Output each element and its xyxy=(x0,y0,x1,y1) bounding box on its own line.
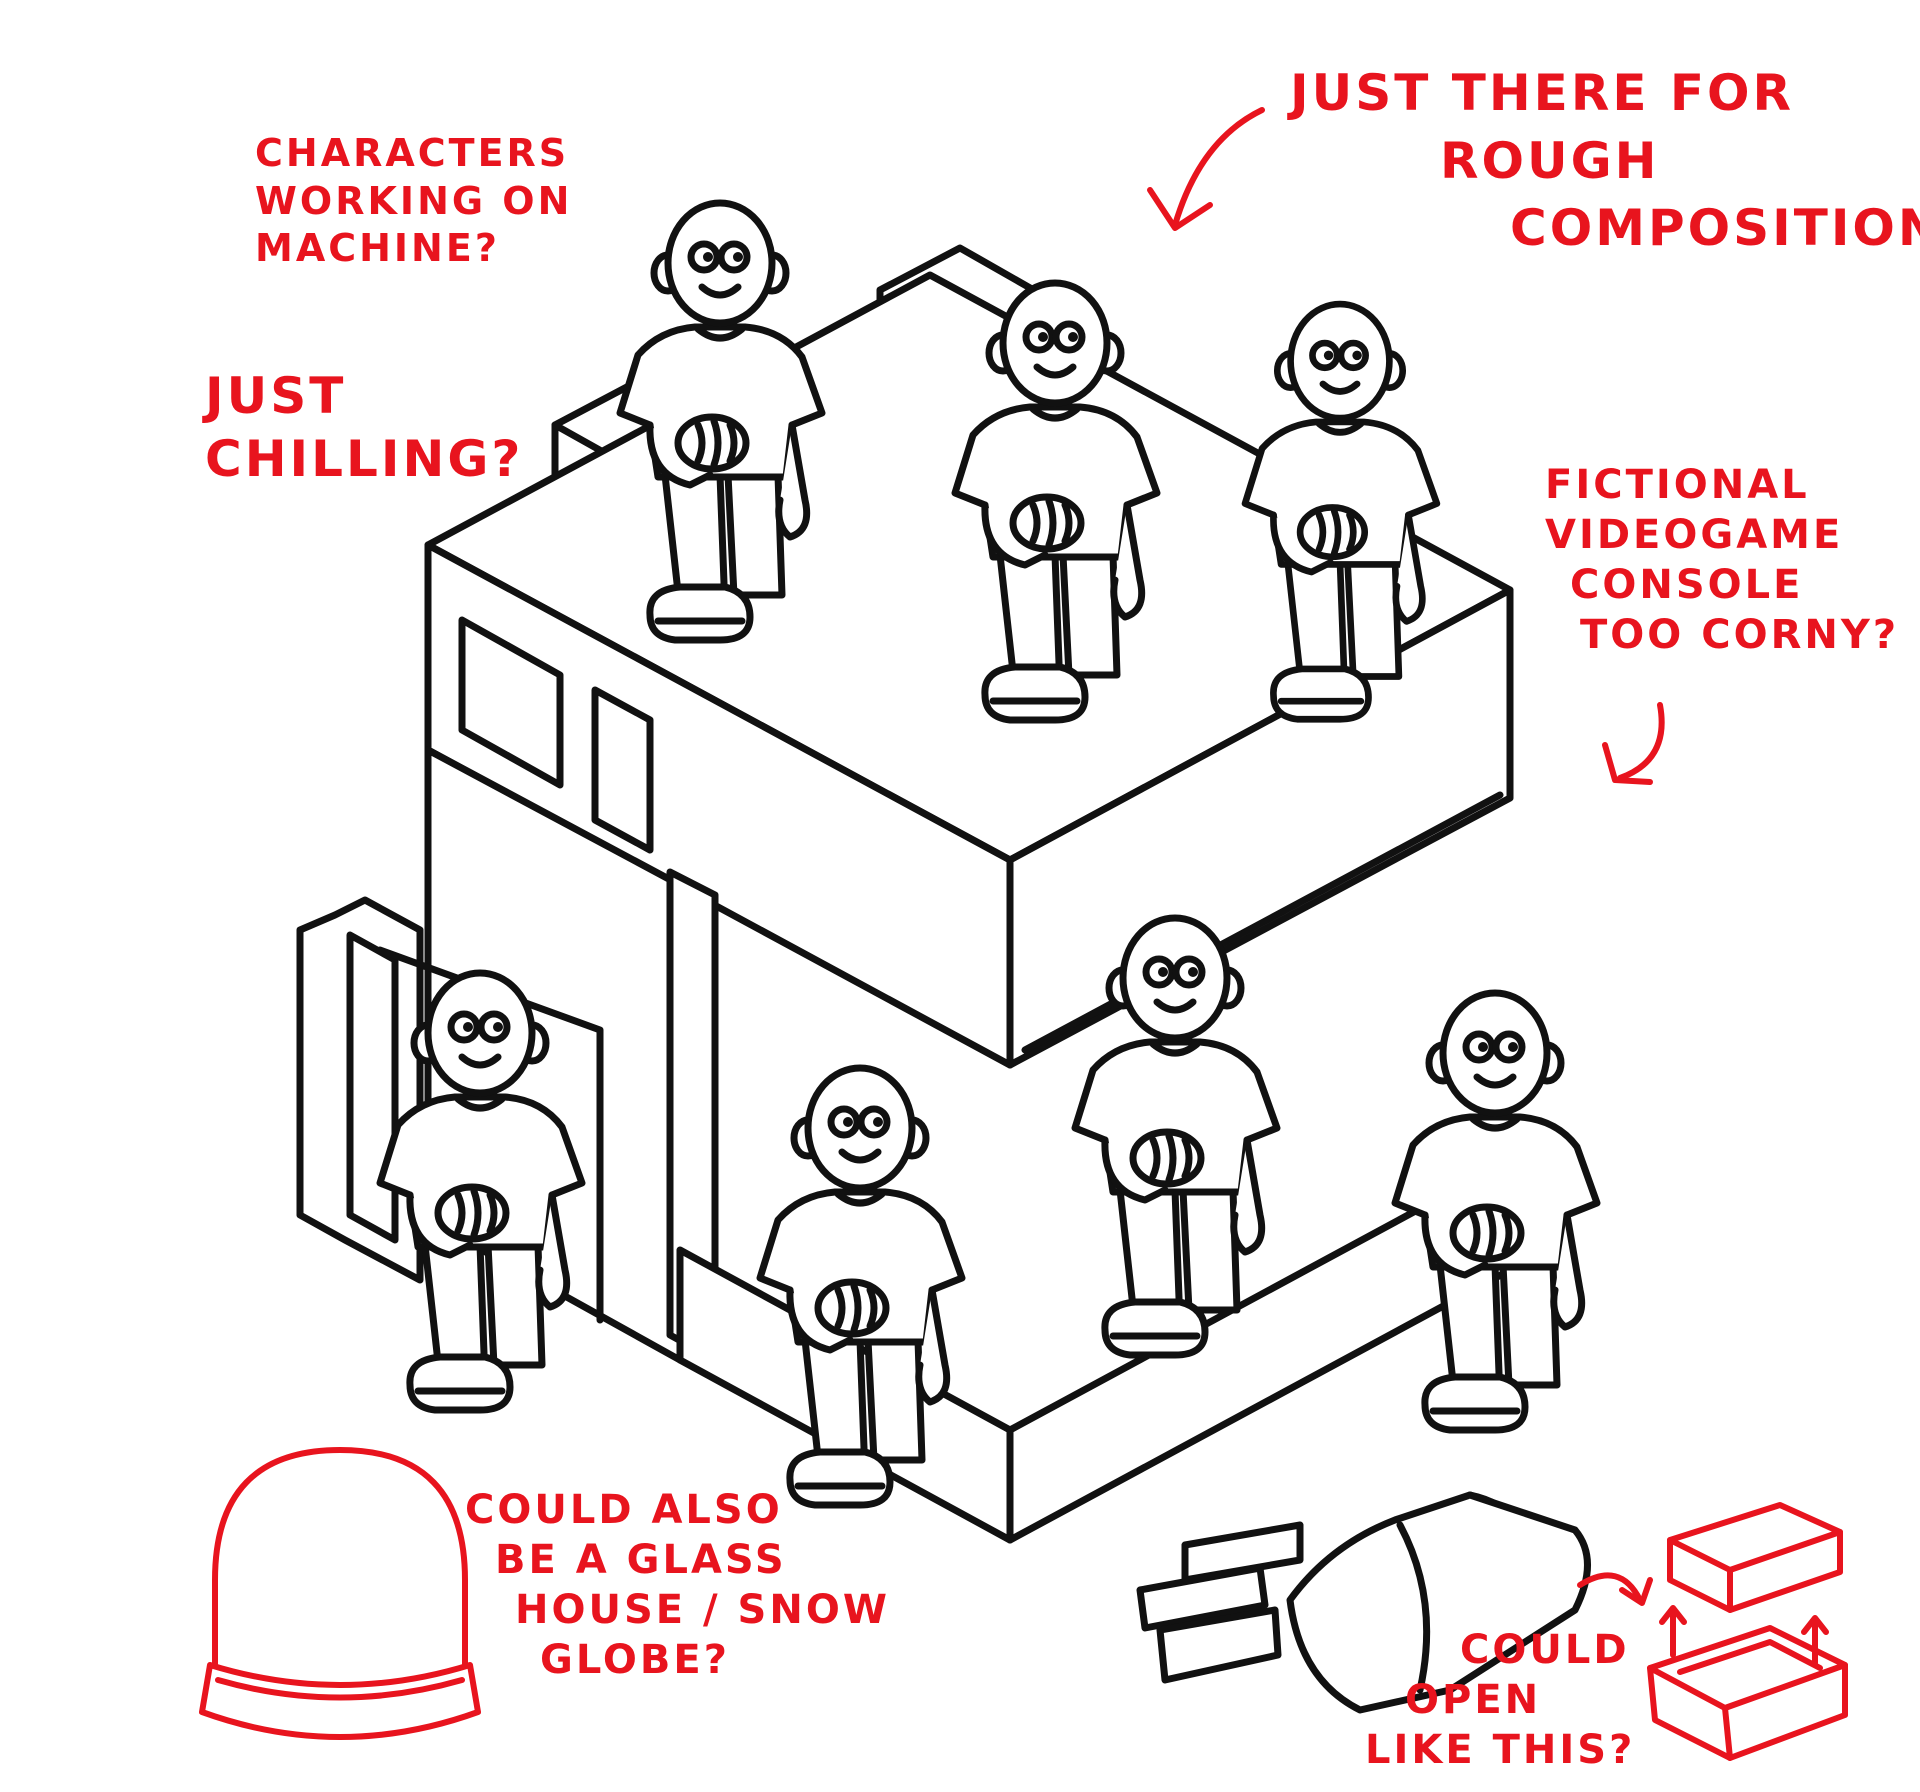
note-rough-composition: JUST THERE FOR ROUGH COMPOSITION xyxy=(1290,64,1920,257)
note-just-chilling: JUST CHILLING? xyxy=(205,367,524,488)
arrow-composition-icon xyxy=(1147,107,1265,231)
note-characters-working: CHARACTERS WORKING ON MACHINE? xyxy=(255,131,573,270)
character-bottom-right xyxy=(1395,993,1597,1430)
note-fictional-console: FICTIONAL VIDEOGAME CONSOLE TOO CORNY? xyxy=(1545,462,1900,658)
open-arrows-icon xyxy=(1577,1572,1829,1668)
open-box-sketch xyxy=(1647,1502,1848,1761)
note-could-open: COULD OPEN LIKE THIS? xyxy=(1365,1627,1636,1773)
snow-globe-sketch xyxy=(199,1447,481,1740)
arrow-console-icon xyxy=(1602,702,1665,785)
power-plug xyxy=(1136,1115,1774,1714)
note-glass-house: COULD ALSO BE A GLASS HOUSE / SNOW GLOBE… xyxy=(465,1487,890,1683)
